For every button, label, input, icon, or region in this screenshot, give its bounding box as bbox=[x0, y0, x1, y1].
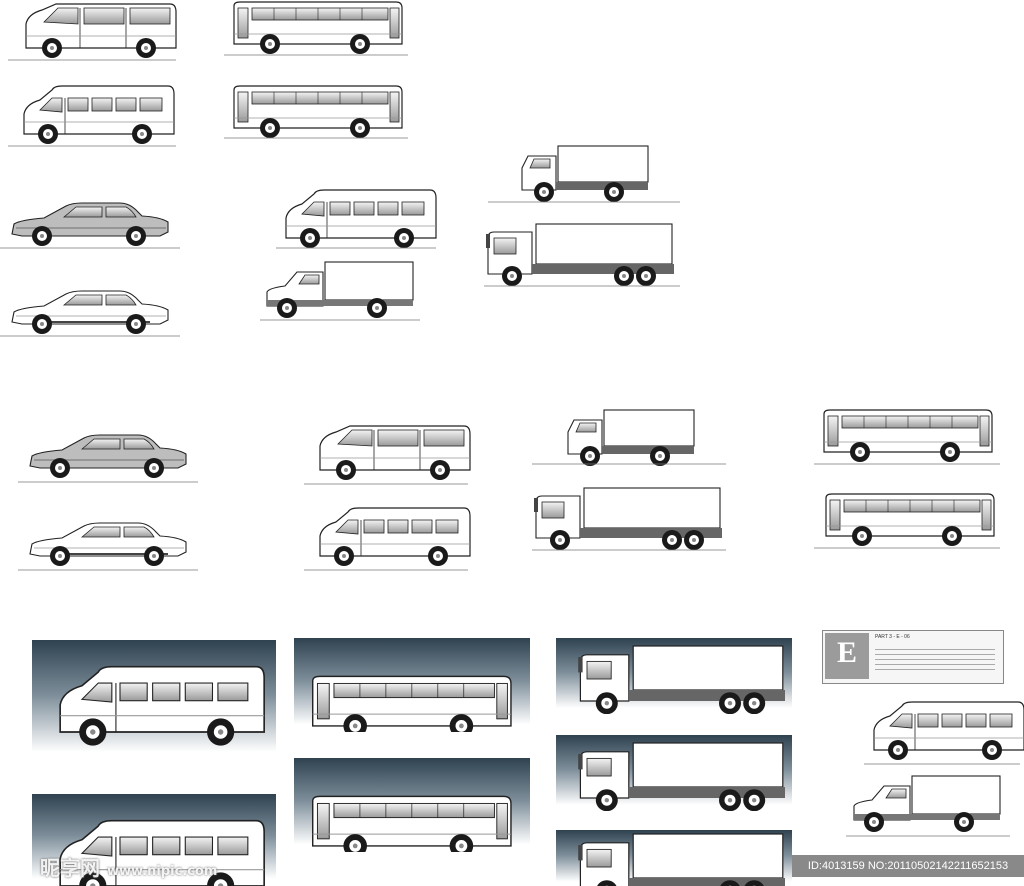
panel-bus bbox=[294, 638, 530, 732]
image-id-bar: ID:4013159 NO:20110502142211652153 bbox=[792, 855, 1024, 877]
panel-minibus bbox=[32, 640, 276, 762]
spec-card-text-lines bbox=[875, 645, 995, 674]
panel-truck bbox=[556, 735, 792, 811]
watermark-url: www.nipic.com bbox=[106, 864, 218, 879]
panel-minibus bbox=[32, 794, 276, 886]
spec-card: E PART 3 - E - 06 bbox=[822, 630, 1004, 684]
spec-card-code: PART 3 - E - 06 bbox=[875, 634, 910, 640]
panel-truck bbox=[556, 638, 792, 714]
panel-bus bbox=[294, 758, 530, 852]
watermark-site: 昵享网 bbox=[40, 856, 100, 880]
spec-card-letter: E bbox=[825, 633, 869, 679]
panel-truck bbox=[556, 830, 792, 886]
watermark: 昵享网 www.nipic.com bbox=[40, 852, 217, 881]
